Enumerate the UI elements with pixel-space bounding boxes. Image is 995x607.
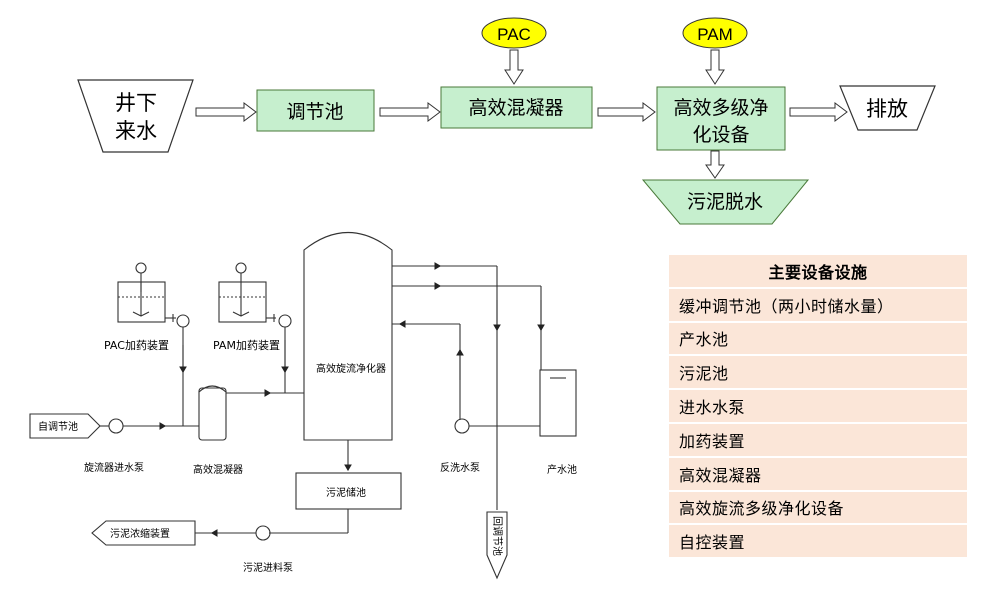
sludge-dewater-label: 污泥脱水 (687, 191, 763, 213)
discharge-label: 排放 (866, 97, 908, 121)
sludge-arrow (705, 150, 725, 179)
source-trapezoid (77, 79, 194, 153)
pac-ellipse (481, 17, 547, 49)
pac-device-label: PAC加药装置 (104, 339, 169, 352)
pam-ellipse (682, 17, 748, 49)
table-row: 污泥池 (669, 356, 967, 391)
table-row: 进水水泵 (669, 390, 967, 424)
from-adjust-label: 自调节池 (38, 420, 78, 433)
mixer-label: 高效混凝器 (193, 463, 243, 476)
schematic (29, 232, 577, 580)
table-row: 自控装置 (669, 525, 967, 560)
product-pool-label: 产水池 (547, 463, 577, 476)
pam-arrow (705, 49, 725, 85)
table-header: 主要设备设施 (669, 255, 967, 289)
table-row: 加药装置 (669, 423, 967, 458)
flow-arrow-1 (195, 102, 257, 122)
pam-device-label: PAM加药装置 (213, 339, 280, 352)
equipment-table: 主要设备设施 缓冲调节池（两小时储水量） 产水池 污泥池 进水水泵 加药装置 高… (669, 255, 967, 560)
coagulator-box (440, 86, 593, 129)
purifier-label-1: 高效多级净 (673, 97, 768, 119)
sludge-dewater-shape (641, 179, 810, 225)
adjust-label: 调节池 (286, 101, 343, 123)
sludge-device-label: 污泥浓缩装置 (110, 527, 170, 540)
return-pool-label: 回调节池 (491, 516, 504, 556)
pac-arrow (504, 49, 524, 85)
coagulator-label: 高效混凝器 (468, 97, 563, 119)
pam-label: PAM (697, 25, 733, 44)
purifier-box (656, 86, 786, 151)
sludge-pump-label: 污泥进料泵 (243, 561, 293, 574)
source-label-1: 井下 (115, 91, 157, 115)
sludge-tank-label: 污泥储池 (326, 486, 366, 499)
table-row: 缓冲调节池（两小时储水量） (669, 288, 967, 323)
table-row: 高效旋流多级净化设备 (669, 491, 967, 526)
pac-label: PAC (497, 25, 531, 44)
flow-arrow-3 (597, 102, 656, 122)
cyclone-pump-label: 旋流器进水泵 (84, 461, 144, 474)
discharge-shape (839, 85, 936, 131)
purifier-label-2: 化设备 (692, 124, 749, 146)
adjust-box (256, 89, 375, 132)
table-row: 高效混凝器 (669, 457, 967, 492)
purifier-vessel-label: 高效旋流净化器 (316, 362, 386, 375)
flow-arrow-4 (789, 102, 848, 122)
flow-arrow-2 (379, 102, 441, 122)
source-label-2: 来水 (115, 119, 157, 143)
table-row: 产水池 (669, 322, 967, 357)
backwash-pump-label: 反洗水泵 (440, 462, 480, 474)
